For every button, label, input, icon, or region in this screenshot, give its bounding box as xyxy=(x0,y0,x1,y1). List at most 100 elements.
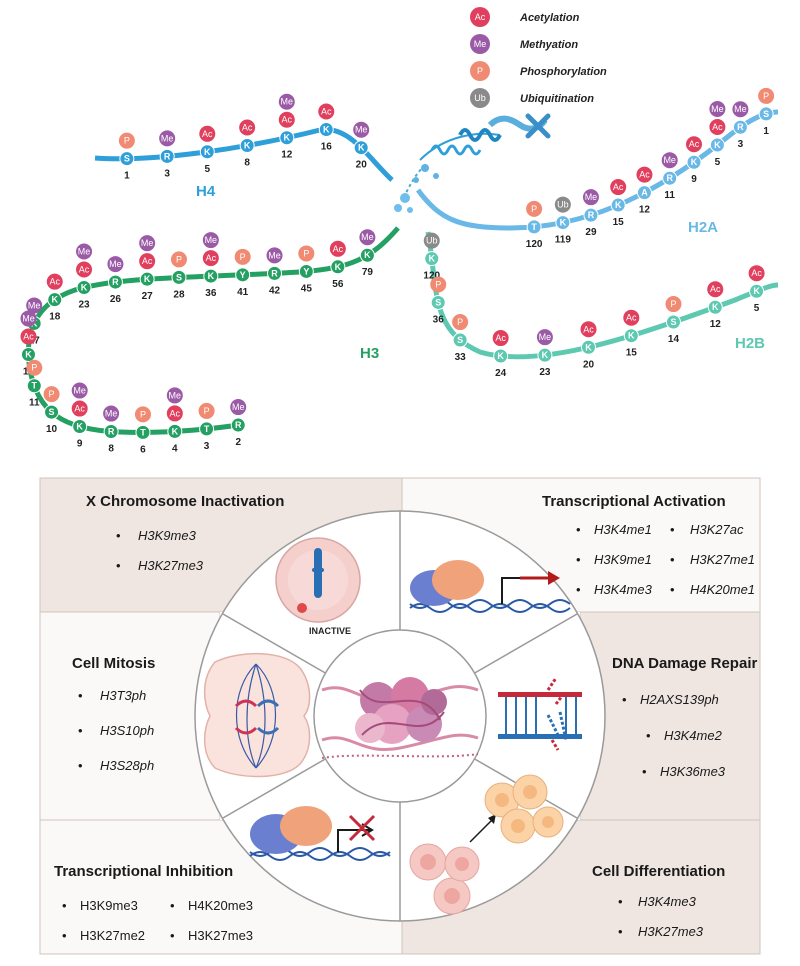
residue-bead xyxy=(686,154,702,170)
list-item: H3K36me3 xyxy=(660,764,726,779)
modification-abbr: Ac xyxy=(74,404,85,414)
residue-position: 16 xyxy=(321,142,333,153)
residue-bead xyxy=(76,280,92,296)
bullet: • xyxy=(646,728,651,743)
modification-mark xyxy=(159,130,176,147)
modification-abbr: Me xyxy=(711,104,724,114)
list-item: H4K20me1 xyxy=(690,582,755,597)
modification-abbr: P xyxy=(49,389,55,399)
modification-mark xyxy=(536,329,553,346)
modification-abbr: Me xyxy=(161,133,174,143)
residue-letter: K xyxy=(428,254,435,264)
modification-abbr: Ac xyxy=(626,313,637,323)
residue-letter: K xyxy=(76,422,83,432)
residue-bead xyxy=(430,294,446,310)
modification-abbr: Me xyxy=(28,300,41,310)
residue-bead xyxy=(623,328,639,344)
residue-bead xyxy=(107,274,123,290)
modification-abbr: Ac xyxy=(495,333,506,343)
residue-letter: K xyxy=(52,295,59,305)
bullet: • xyxy=(618,894,623,909)
modification-mark xyxy=(199,125,216,142)
modification-mark xyxy=(329,240,346,257)
residue-position: 11 xyxy=(29,398,40,409)
bullet: • xyxy=(170,898,175,913)
modification-abbr: P xyxy=(457,317,463,327)
differentiation-icon xyxy=(409,774,564,915)
residue-bead xyxy=(749,283,765,299)
residue-position: 10 xyxy=(46,424,58,435)
list-item: H3T3ph xyxy=(100,688,146,703)
residue-bead xyxy=(44,404,60,420)
modification-abbr: Me xyxy=(585,192,598,202)
residue-letter: R xyxy=(108,427,115,437)
modification-mark xyxy=(359,229,376,246)
modification-abbr: Me xyxy=(355,125,368,135)
residue-bead xyxy=(493,348,509,364)
residue-letter: T xyxy=(531,222,537,232)
modification-abbr: Ac xyxy=(689,139,700,149)
residue-letter: K xyxy=(691,157,698,167)
transcriptional-inhibition-title: Transcriptional Inhibition xyxy=(54,863,233,880)
modification-mark xyxy=(665,296,682,313)
list-item: H4K20me3 xyxy=(188,898,253,913)
residue-position: 56 xyxy=(332,279,344,290)
modification-mark xyxy=(202,232,219,249)
residue-position: 20 xyxy=(583,359,595,370)
modification-abbr: Ac xyxy=(23,332,34,342)
modification-mark xyxy=(118,132,135,149)
residue-bead xyxy=(203,268,219,284)
modification-mark xyxy=(709,118,726,135)
residue-bead xyxy=(235,267,251,283)
cell-mitosis-title: Cell Mitosis xyxy=(72,655,155,672)
residue-position: 3 xyxy=(738,139,744,150)
list-item: H3K9me3 xyxy=(80,898,138,913)
residue-letter: S xyxy=(435,297,441,307)
residue-letter: K xyxy=(497,351,504,361)
residue-bead xyxy=(279,130,295,146)
modification-abbr: Me xyxy=(663,155,676,165)
legend-abbr: Ub xyxy=(474,93,486,103)
residue-letter: S xyxy=(763,109,769,119)
modification-abbr: Ac xyxy=(79,265,90,275)
inhibition-icon xyxy=(249,806,391,861)
legend-abbr: P xyxy=(477,66,483,76)
modification-mark xyxy=(661,152,678,169)
modification-mark xyxy=(492,330,509,347)
residue-position: 6 xyxy=(140,444,146,455)
residue-bead xyxy=(318,122,334,138)
residue-position: 12 xyxy=(710,319,722,330)
modification-abbr: Me xyxy=(539,332,552,342)
residue-position: 14 xyxy=(668,334,680,345)
bullet: • xyxy=(62,928,67,943)
bullet: • xyxy=(78,758,83,773)
modification-mark xyxy=(134,406,151,423)
modification-mark xyxy=(636,166,653,183)
modification-abbr: Ac xyxy=(49,277,60,287)
residue-bead xyxy=(139,271,155,287)
bullet: • xyxy=(576,522,581,537)
residue-letter: K xyxy=(542,350,549,360)
bullet: • xyxy=(170,928,175,943)
modification-abbr: P xyxy=(303,248,309,258)
residue-position: 119 xyxy=(555,235,572,246)
residue-bead xyxy=(298,263,314,279)
residue-bead xyxy=(662,170,678,186)
modification-mark xyxy=(554,196,571,213)
residue-letter: R xyxy=(112,277,119,287)
list-item: H3K27me3 xyxy=(638,924,704,939)
transcriptional-inhibition-list: • H3K9me3 • H4K20me3 • H3K27me2 • H3K27m… xyxy=(62,898,253,943)
